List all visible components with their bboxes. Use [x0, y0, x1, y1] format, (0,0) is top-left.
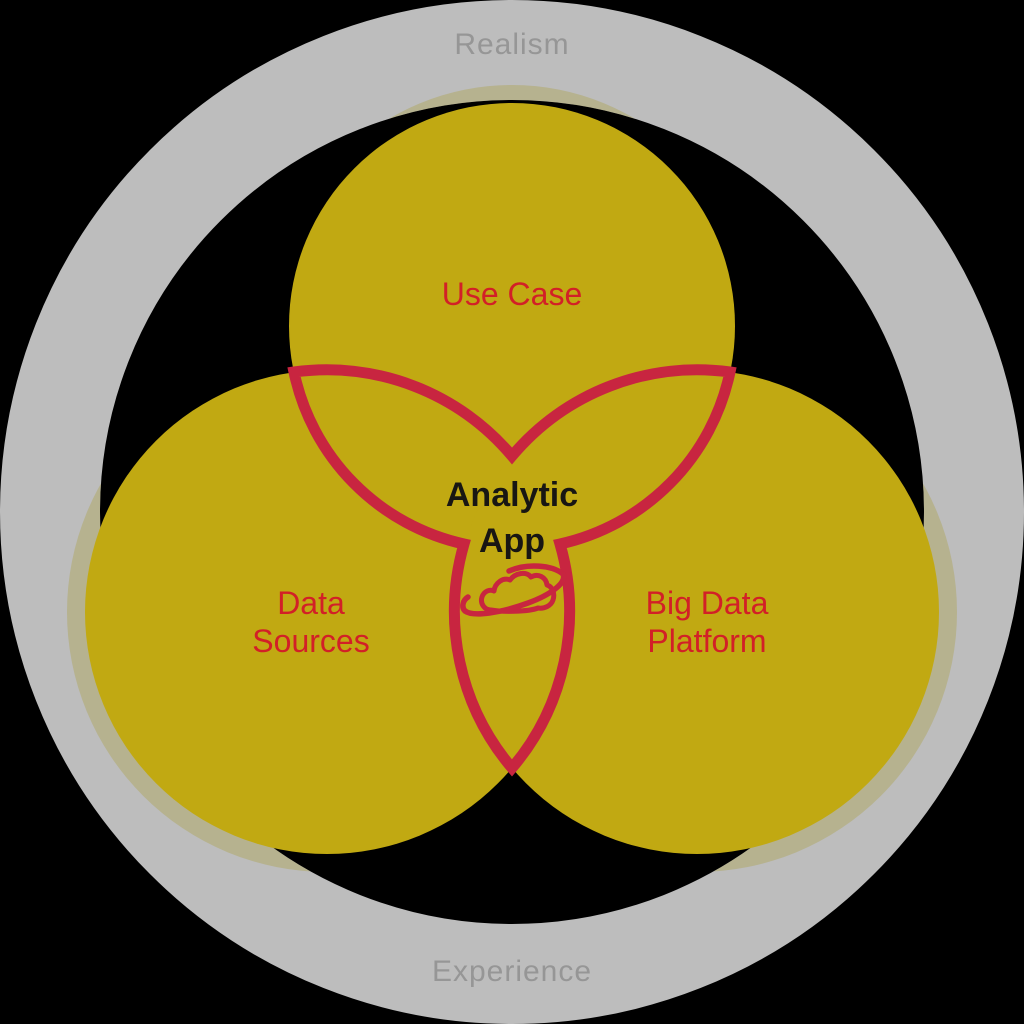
data-sources-line1: Data [277, 585, 345, 621]
realism-label: Realism [454, 28, 570, 61]
orbit-back-arc [506, 563, 566, 577]
experience-label: Experience [431, 955, 593, 988]
circle-big-data-platform [455, 370, 939, 854]
data-sources-line2: Sources [252, 623, 370, 659]
analytic-app-title: Analytic App [446, 472, 578, 564]
big-data-platform-label: Big Data Platform [646, 584, 769, 660]
orbit-front-arc [460, 571, 567, 617]
analytic-app-line2: App [478, 522, 546, 560]
cloud-orbit-icon [460, 563, 567, 617]
big-data-platform-line2: Platform [647, 623, 767, 659]
big-data-platform-line1: Big Data [645, 585, 769, 621]
intersection-outline [287, 364, 737, 777]
use-case-label: Use Case [441, 276, 583, 312]
circle-data-sources [85, 370, 569, 854]
data-sources-label: Data Sources [252, 584, 369, 660]
analytic-app-line1: Analytic [445, 476, 579, 514]
